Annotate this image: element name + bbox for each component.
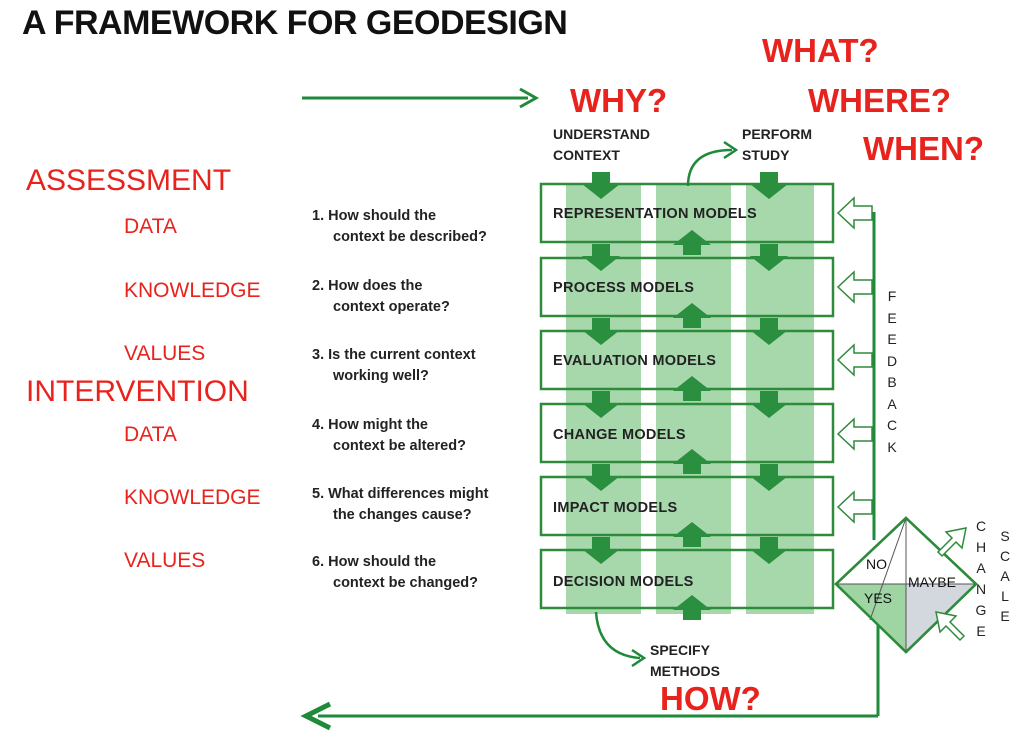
intervention-values: VALUES	[124, 549, 206, 572]
what-label: WHAT?	[762, 32, 879, 69]
model-impact: IMPACT MODELS	[553, 500, 678, 516]
specify-line1: SPECIFY	[650, 642, 710, 658]
question-6-line2: context be changed?	[333, 575, 479, 591]
curve-to-specify	[594, 611, 641, 660]
curve-to-perform	[686, 148, 733, 187]
return-arrowhead	[300, 701, 332, 731]
why-label: WHY?	[570, 82, 668, 119]
feedback-label: F E E D B A C K	[884, 286, 900, 458]
question-1: 1. How should the context be described?	[312, 206, 487, 248]
where-label: WHERE?	[808, 82, 951, 119]
question-3-line1: 3. Is the current context	[312, 347, 476, 363]
assessment-data: DATA	[124, 215, 177, 238]
change-letter: N	[975, 581, 987, 597]
down-arrows-col3	[750, 172, 788, 564]
feedback-letter: E	[887, 331, 897, 347]
feedback-letter: F	[887, 288, 897, 304]
model-decision: DECISION MODELS	[553, 574, 694, 590]
question-1-line2: context be described?	[333, 229, 487, 245]
change-letter: C	[975, 518, 987, 534]
feedback-letter: B	[887, 374, 897, 390]
perform-line2: STUDY	[742, 147, 790, 163]
decision-maybe: MAYBE	[908, 574, 956, 590]
scale-label: S C A L E	[998, 526, 1012, 626]
change-letter: E	[976, 623, 986, 639]
change-label: C H A N G E	[974, 516, 988, 642]
specify-methods-label: SPECIFY METHODS	[650, 640, 720, 682]
change-letter: G	[975, 602, 987, 618]
when-label: WHEN?	[863, 130, 984, 167]
question-6: 6. How should the context be changed?	[312, 552, 478, 594]
feedback-letter: A	[887, 395, 897, 412]
understand-context-label: UNDERSTAND CONTEXT	[553, 124, 650, 166]
curve-to-specify-head	[631, 648, 647, 668]
scale-letter: A	[1000, 568, 1010, 584]
scale-arrows	[935, 527, 967, 642]
perform-study-label: PERFORM STUDY	[742, 124, 812, 166]
question-5-line1: 5. What differences might	[312, 486, 489, 502]
question-4: 4. How might the context be altered?	[312, 415, 466, 457]
model-representation: REPRESENTATION MODELS	[553, 206, 757, 222]
question-2: 2. How does the context operate?	[312, 276, 450, 318]
scale-letter: L	[1001, 588, 1009, 604]
change-letter: H	[975, 539, 987, 555]
intervention-knowledge: KNOWLEDGE	[124, 486, 261, 509]
question-2-line1: 2. How does the	[312, 278, 423, 294]
feedback-letter: K	[887, 438, 897, 455]
question-3: 3. Is the current context working well?	[312, 345, 476, 387]
assessment-knowledge: KNOWLEDGE	[124, 279, 261, 302]
assessment-values: VALUES	[124, 342, 206, 365]
perform-line1: PERFORM	[742, 126, 812, 142]
question-3-line2: working well?	[333, 368, 429, 384]
assessment-heading: ASSESSMENT	[26, 164, 232, 197]
column-band-3	[746, 184, 814, 614]
up-arrows-col2	[673, 230, 711, 620]
scale-letter: C	[999, 548, 1011, 564]
entry-arrowhead	[519, 87, 540, 109]
specify-line2: METHODS	[650, 663, 720, 679]
question-5-line2: the changes cause?	[333, 507, 472, 523]
question-6-line1: 6. How should the	[312, 554, 437, 570]
feedback-arrows	[836, 196, 873, 524]
curve-to-perform-head	[723, 140, 739, 160]
decision-no: NO	[866, 556, 887, 572]
question-2-line2: context operate?	[333, 299, 450, 315]
decision-yes: YES	[864, 590, 893, 606]
scale-letter: S	[1000, 528, 1010, 544]
intervention-data: DATA	[124, 423, 177, 446]
question-1-line1: 1. How should the	[312, 208, 437, 224]
question-4-line2: context be altered?	[333, 438, 466, 454]
down-arrows-col1	[582, 172, 620, 564]
model-evaluation: EVALUATION MODELS	[553, 353, 717, 369]
feedback-letter: D	[886, 352, 898, 369]
feedback-letter: C	[886, 417, 898, 433]
model-process: PROCESS MODELS	[553, 280, 695, 296]
understand-line1: UNDERSTAND	[553, 126, 650, 142]
understand-line2: CONTEXT	[553, 147, 620, 163]
intervention-heading: INTERVENTION	[26, 375, 249, 408]
change-letter: A	[976, 560, 986, 576]
how-label: HOW?	[660, 680, 761, 717]
model-change: CHANGE MODELS	[553, 427, 686, 443]
scale-letter: E	[1000, 608, 1010, 624]
question-5: 5. What differences might the changes ca…	[312, 484, 488, 526]
question-4-line1: 4. How might the	[312, 417, 428, 433]
page-title: A FRAMEWORK FOR GEODESIGN	[22, 4, 568, 42]
feedback-letter: E	[887, 309, 897, 326]
